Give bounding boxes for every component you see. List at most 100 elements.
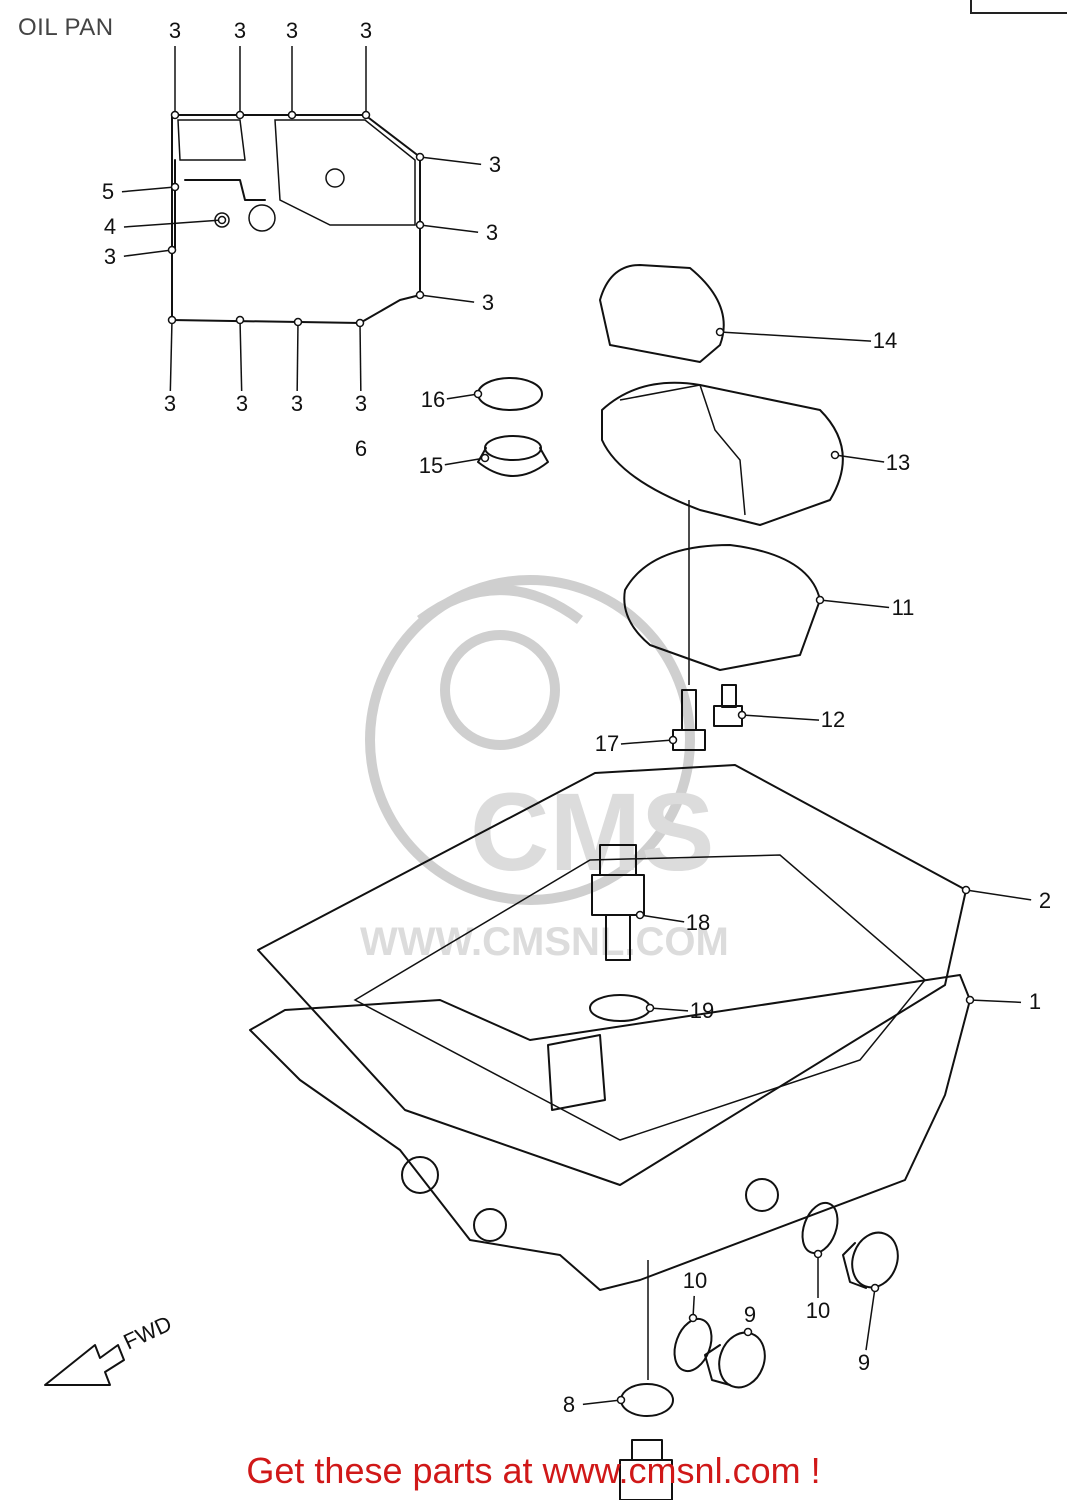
- leader-line-12: [741, 714, 820, 721]
- callout-9: 9: [744, 1302, 756, 1327]
- leader-line-11: [819, 599, 890, 609]
- callout-12: 12: [821, 707, 845, 732]
- leader-line-3: [169, 319, 173, 392]
- watermark-cms: CMS: [470, 771, 714, 894]
- leader-line-3: [419, 156, 482, 166]
- bolt-12: [713, 684, 743, 727]
- callout-3: 3: [169, 18, 181, 43]
- callout-1: 1: [1029, 989, 1041, 1014]
- cover-13: [601, 381, 844, 526]
- leader-dot-19: [645, 1003, 655, 1013]
- callout-3: 3: [291, 391, 303, 416]
- leader-line-4: [123, 219, 223, 228]
- watermark-logo: CMS WWW.CMSNL.COM: [360, 575, 729, 964]
- leader-line-1: [969, 999, 1022, 1004]
- washer-10a: [673, 1317, 713, 1373]
- leader-line-8: [582, 1399, 622, 1406]
- leader-dot-3: [361, 110, 371, 120]
- leader-dot-3: [415, 290, 425, 300]
- leader-dot-3: [235, 110, 245, 120]
- footer-link[interactable]: Get these parts at www.cmsnl.com !: [246, 1450, 821, 1491]
- callout-13: 13: [886, 450, 910, 475]
- callout-6: 6: [355, 436, 367, 461]
- callout-2: 2: [1039, 888, 1051, 913]
- leader-dot-3: [167, 245, 177, 255]
- leader-dot-10: [813, 1249, 823, 1259]
- leader-dot-15: [480, 453, 490, 463]
- leader-dot-9: [870, 1283, 880, 1293]
- leader-line-9: [865, 1287, 876, 1351]
- oil-pressure-switch-18: [591, 844, 645, 961]
- callout-10: 10: [806, 1298, 830, 1323]
- gasket-11: [623, 544, 821, 671]
- leader-line-3: [123, 249, 173, 257]
- leader-dot-5: [170, 182, 180, 192]
- leader-line-3: [419, 294, 475, 303]
- callout-3: 3: [104, 244, 116, 269]
- callout-3: 3: [482, 290, 494, 315]
- plug-9b: [842, 1231, 899, 1289]
- callout-3: 3: [286, 18, 298, 43]
- callout-11: 11: [892, 595, 915, 620]
- leader-line-3: [239, 319, 243, 392]
- leader-line-15: [444, 457, 486, 466]
- callout-9: 9: [858, 1350, 870, 1375]
- leader-line-18: [639, 914, 685, 923]
- leader-dot-17: [668, 735, 678, 745]
- callout-3: 3: [236, 391, 248, 416]
- page-title: OIL PAN: [18, 14, 114, 41]
- callout-10: 10: [683, 1268, 707, 1293]
- callout-8: 8: [563, 1392, 575, 1417]
- leader-dot-3: [293, 317, 303, 327]
- callout-17: 17: [595, 731, 619, 756]
- leader-dot-2: [961, 885, 971, 895]
- callout-3: 3: [360, 18, 372, 43]
- leader-dot-3: [415, 152, 425, 162]
- leader-dot-3: [415, 220, 425, 230]
- oil-strainer: [171, 114, 421, 324]
- gasket-14: [599, 264, 725, 363]
- callout-3: 3: [355, 391, 367, 416]
- leader-dot-1: [965, 995, 975, 1005]
- leader-lines: [121, 46, 1032, 1406]
- callout-3: 3: [164, 391, 176, 416]
- washer-10b: [801, 1201, 839, 1255]
- leader-dot-11: [815, 595, 825, 605]
- leader-dot-16: [473, 389, 483, 399]
- o-ring-19: [589, 994, 651, 1022]
- leader-dot-3: [170, 110, 180, 120]
- leader-dot-13: [830, 450, 840, 460]
- corner-frame: [970, 0, 1067, 14]
- callout-14: 14: [873, 328, 897, 353]
- callout-19: 19: [690, 998, 714, 1023]
- leader-dot-8: [616, 1395, 626, 1405]
- gasket-2: [257, 764, 967, 1186]
- leader-dot-3: [235, 315, 245, 325]
- watermark-url: WWW.CMSNL.COM: [360, 920, 729, 964]
- leader-dot-3: [287, 110, 297, 120]
- leader-dot-4: [217, 215, 227, 225]
- callout-3: 3: [489, 152, 501, 177]
- leader-dot-9: [743, 1327, 753, 1337]
- leader-dot-18: [635, 910, 645, 920]
- leader-dot-12: [737, 710, 747, 720]
- forward-direction-arrow: FWD: [44, 1311, 176, 1386]
- callout-15: 15: [419, 453, 443, 478]
- callout-3: 3: [234, 18, 246, 43]
- leader-line-16: [446, 393, 479, 400]
- leader-line-5: [121, 186, 176, 193]
- callout-3: 3: [486, 220, 498, 245]
- callout-18: 18: [686, 910, 710, 935]
- leader-dot-14: [715, 327, 725, 337]
- callout-5: 5: [102, 179, 114, 204]
- drain-plug: [619, 1260, 673, 1500]
- leader-line-3: [419, 224, 479, 234]
- leader-dot-3: [355, 318, 365, 328]
- callout-16: 16: [421, 387, 445, 412]
- leader-line-3: [296, 321, 299, 392]
- leader-line-19: [649, 1007, 689, 1012]
- fwd-label: FWD: [120, 1311, 176, 1355]
- leader-line-17: [620, 739, 674, 745]
